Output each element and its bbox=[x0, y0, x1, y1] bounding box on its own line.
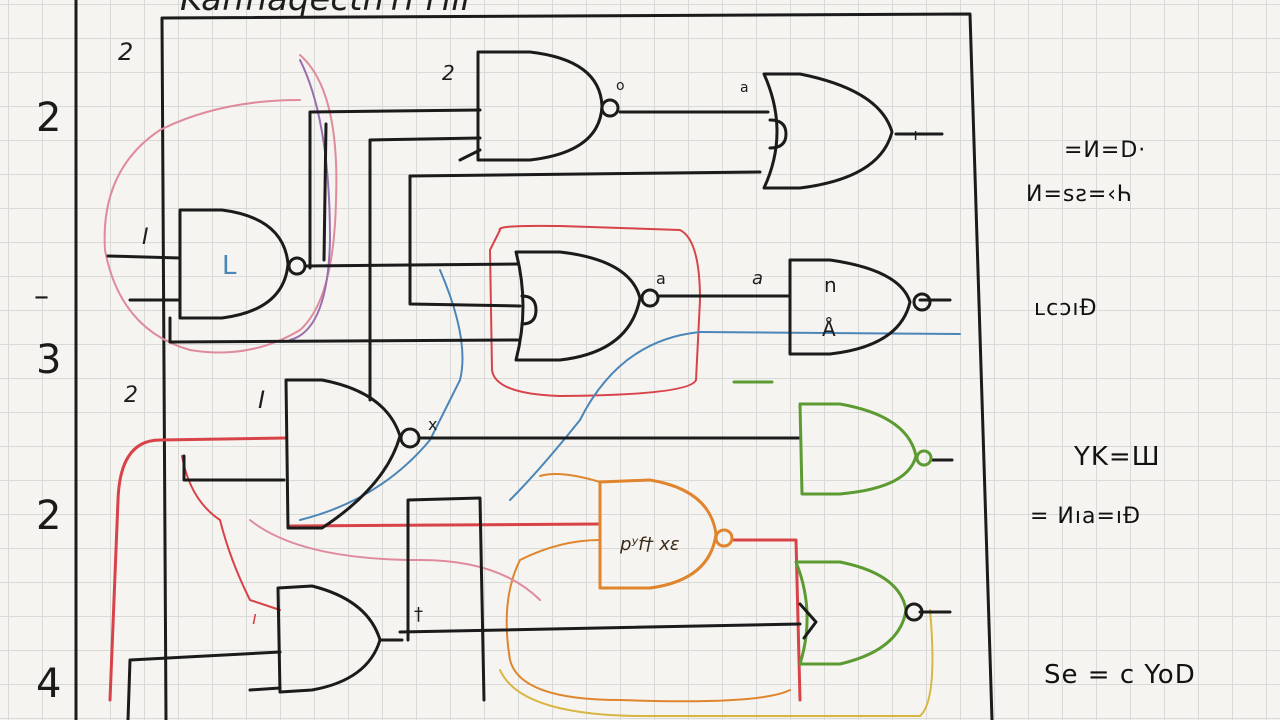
nand-bubble-left bbox=[287, 256, 307, 276]
frame-border bbox=[160, 12, 994, 720]
label-left-nand-in: I bbox=[142, 225, 149, 250]
blue-wire-3 bbox=[299, 269, 464, 521]
label-mid-nand-out: a bbox=[656, 269, 666, 288]
wire-top-5 bbox=[408, 170, 762, 178]
nand-gate-right bbox=[788, 258, 912, 356]
side-note-5: = Иıa=ıĐ bbox=[1030, 504, 1142, 529]
margin-number-1: 2 bbox=[36, 95, 62, 141]
red-box-wire bbox=[489, 224, 701, 397]
red-wire-left bbox=[108, 438, 162, 702]
orange-loop bbox=[505, 539, 791, 703]
margin-number-5: 4 bbox=[36, 661, 62, 707]
wire-top-2 bbox=[322, 122, 328, 262]
blue-wire-1 bbox=[699, 331, 961, 335]
blue-wire-2 bbox=[509, 331, 701, 501]
nand-gate-mid bbox=[514, 250, 642, 362]
label-right-nand-body-2: Å bbox=[822, 317, 836, 341]
nand-gate-top bbox=[476, 50, 604, 162]
green-nand-gate-bottom bbox=[794, 560, 908, 666]
green-nand-bubble bbox=[915, 449, 933, 467]
wire-left-out bbox=[304, 262, 520, 268]
label-bottom-nand-in: ı bbox=[252, 608, 257, 629]
wire-bottom-out bbox=[398, 622, 802, 634]
margin-number-3: 3 bbox=[36, 337, 62, 383]
label-top-nand-in: 2 bbox=[442, 61, 455, 85]
side-note-2: И=ѕƨ=‹Һ bbox=[1026, 182, 1134, 207]
pink-wire-bottom bbox=[249, 519, 541, 601]
or-gate-top-notch bbox=[768, 118, 788, 150]
label-top-or-in: a bbox=[740, 80, 749, 96]
label-right-nand-in: a bbox=[752, 268, 763, 289]
side-note-3: ʟcɔıĐ bbox=[1034, 296, 1098, 321]
wire-top-loop bbox=[308, 108, 482, 270]
side-note-4: ҮΚ=Ш bbox=[1074, 442, 1161, 472]
or-gate-top bbox=[762, 72, 894, 190]
red-wire-right bbox=[732, 538, 802, 702]
side-note-1: =И=D· bbox=[1064, 138, 1147, 163]
label-left-marker-top: 2 bbox=[118, 38, 133, 66]
nand-bubble-lower bbox=[399, 427, 421, 449]
orange-wire-top bbox=[539, 473, 601, 483]
orange-nand-bubble bbox=[714, 528, 734, 548]
wire-lower-loop bbox=[406, 496, 486, 702]
nand-bubble-top bbox=[600, 98, 620, 118]
wire-left-bottom bbox=[168, 316, 520, 344]
pink-wire bbox=[103, 54, 338, 354]
label-lower-nand-out: x bbox=[428, 415, 437, 434]
label-right-nand-body-1: n bbox=[824, 273, 837, 297]
green-nand-bubble-bottom bbox=[904, 602, 924, 622]
purple-wire bbox=[289, 59, 331, 341]
wire-top-4 bbox=[408, 174, 522, 308]
label-top-or-out: −ı− bbox=[900, 125, 931, 144]
side-note-6: Se = c YoD bbox=[1044, 660, 1196, 690]
nand-gate-mid-notch bbox=[520, 294, 538, 326]
label-left-marker-mid: 2 bbox=[124, 383, 138, 408]
yellow-wire bbox=[499, 609, 934, 717]
label-left-nand-body: L bbox=[222, 251, 237, 281]
wire-top-3 bbox=[368, 136, 482, 402]
wire-bottom-in bbox=[126, 650, 282, 720]
green-nand-gate bbox=[798, 402, 918, 496]
red-wire-lower bbox=[288, 522, 602, 528]
red-wire-bottom bbox=[181, 455, 281, 611]
nand-bubble-mid bbox=[640, 288, 660, 308]
nand-bubble-right bbox=[912, 292, 932, 312]
green-gate-notch bbox=[798, 602, 818, 640]
margin-number-4: 2 bbox=[36, 493, 62, 539]
label-top-nand-out: o bbox=[616, 78, 625, 94]
wire-lower-in bbox=[182, 454, 286, 482]
red-wire-horizontal bbox=[158, 436, 288, 442]
label-orange-body: pʸf† xε bbox=[619, 534, 680, 555]
margin-number-2: – bbox=[34, 279, 49, 314]
label-bottom-nand-out: † bbox=[414, 604, 423, 625]
label-lower-nand-in: I bbox=[258, 386, 265, 414]
nand-gate-bottom bbox=[276, 584, 382, 694]
wire-bottom-in-2 bbox=[248, 686, 282, 692]
wire-left-in-1 bbox=[106, 254, 182, 260]
title-scribble: Kaħhaqecth rr ı ııı bbox=[180, 0, 470, 19]
